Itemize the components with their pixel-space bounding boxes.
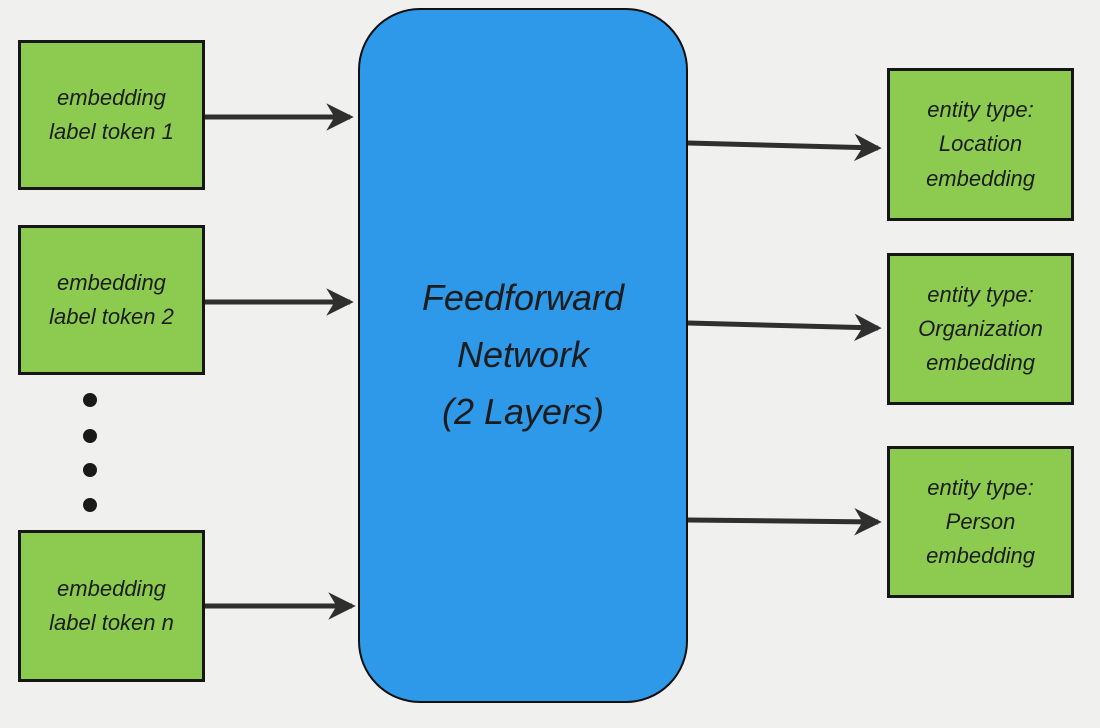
- feedforward-network-box: Feedforward Network (2 Layers): [358, 8, 688, 703]
- input-box-embedding-label-token-1: embedding label token 1: [18, 40, 205, 190]
- output-box-entity-type-person: entity type: Person embedding: [887, 446, 1074, 598]
- arrow-network-to-organization: [687, 313, 882, 342]
- output-box-entity-type-organization: entity type: Organization embedding: [887, 253, 1074, 405]
- arrow-network-to-person: [687, 508, 882, 536]
- output-box-entity-type-location: entity type: Location embedding: [887, 68, 1074, 221]
- input-box-embedding-label-token-2: embedding label token 2: [18, 225, 205, 375]
- input-box-embedding-label-token-n: embedding label token n: [18, 530, 205, 682]
- vertical-ellipsis-dots-icon: [83, 393, 97, 512]
- arrow-network-to-location: [687, 133, 882, 162]
